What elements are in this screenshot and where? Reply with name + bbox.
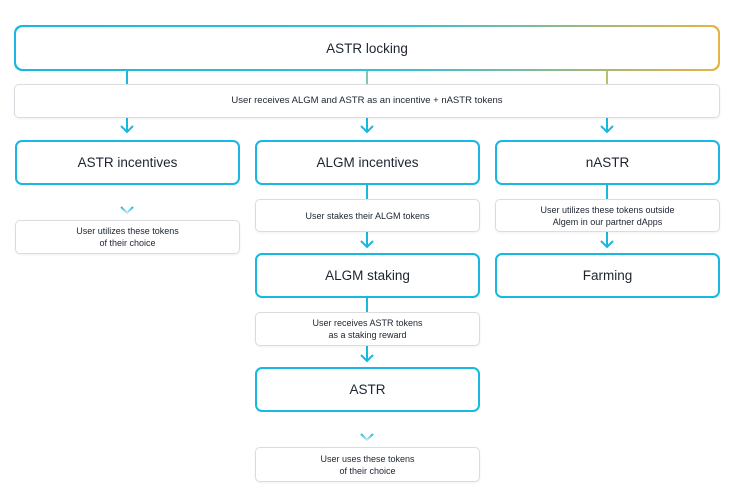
arrow-down-icon xyxy=(600,118,614,134)
astr-incentives-note-text: User utilizes these tokens of their choi… xyxy=(76,226,179,248)
nastr-box: nASTR xyxy=(495,140,720,185)
farming-box: Farming xyxy=(495,253,720,298)
astr-uses-note-text: User uses these tokens of their choice xyxy=(320,453,415,476)
astr-label: ASTR xyxy=(349,382,386,397)
arrow-down-icon xyxy=(360,346,374,363)
incentive-note-text: User receives ALGM and ASTR as an incent… xyxy=(231,95,503,106)
title-box: ASTR locking xyxy=(16,27,718,69)
astr-reward-note-box: User receives ASTR tokens as a staking r… xyxy=(255,312,480,346)
algm-incentives-label: ALGM incentives xyxy=(316,155,419,170)
astr-reward-note-text: User receives ASTR tokens as a staking r… xyxy=(312,318,423,340)
arrow-down-icon xyxy=(120,185,134,215)
arrow-down-icon xyxy=(600,232,614,249)
algm-staking-label: ALGM staking xyxy=(325,268,410,283)
astr-uses-note-box: User uses these tokens of their choice xyxy=(255,447,480,482)
incentive-note-box: User receives ALGM and ASTR as an incent… xyxy=(14,84,720,118)
farming-label: Farming xyxy=(582,268,633,283)
algm-incentives-box: ALGM incentives xyxy=(255,140,480,185)
astr-incentives-label: ASTR incentives xyxy=(77,155,178,170)
astr-box: ASTR xyxy=(255,367,480,412)
arrow-down-icon xyxy=(120,118,134,134)
astr-incentives-box: ASTR incentives xyxy=(15,140,240,185)
arrow-down-icon xyxy=(360,118,374,134)
algm-stake-note-text: User stakes their ALGM tokens xyxy=(305,210,430,221)
algm-staking-box: ALGM staking xyxy=(255,253,480,298)
astr-incentives-note-box: User utilizes these tokens of their choi… xyxy=(15,220,240,254)
algm-stake-note-box: User stakes their ALGM tokens xyxy=(255,199,480,232)
arrow-down-icon xyxy=(360,412,374,442)
arrow-down-icon xyxy=(360,232,374,249)
nastr-note-text: User utilizes these tokens outside Algem… xyxy=(540,204,675,227)
nastr-note-box: User utilizes these tokens outside Algem… xyxy=(495,199,720,232)
title-label: ASTR locking xyxy=(326,40,408,56)
nastr-label: nASTR xyxy=(585,155,630,170)
